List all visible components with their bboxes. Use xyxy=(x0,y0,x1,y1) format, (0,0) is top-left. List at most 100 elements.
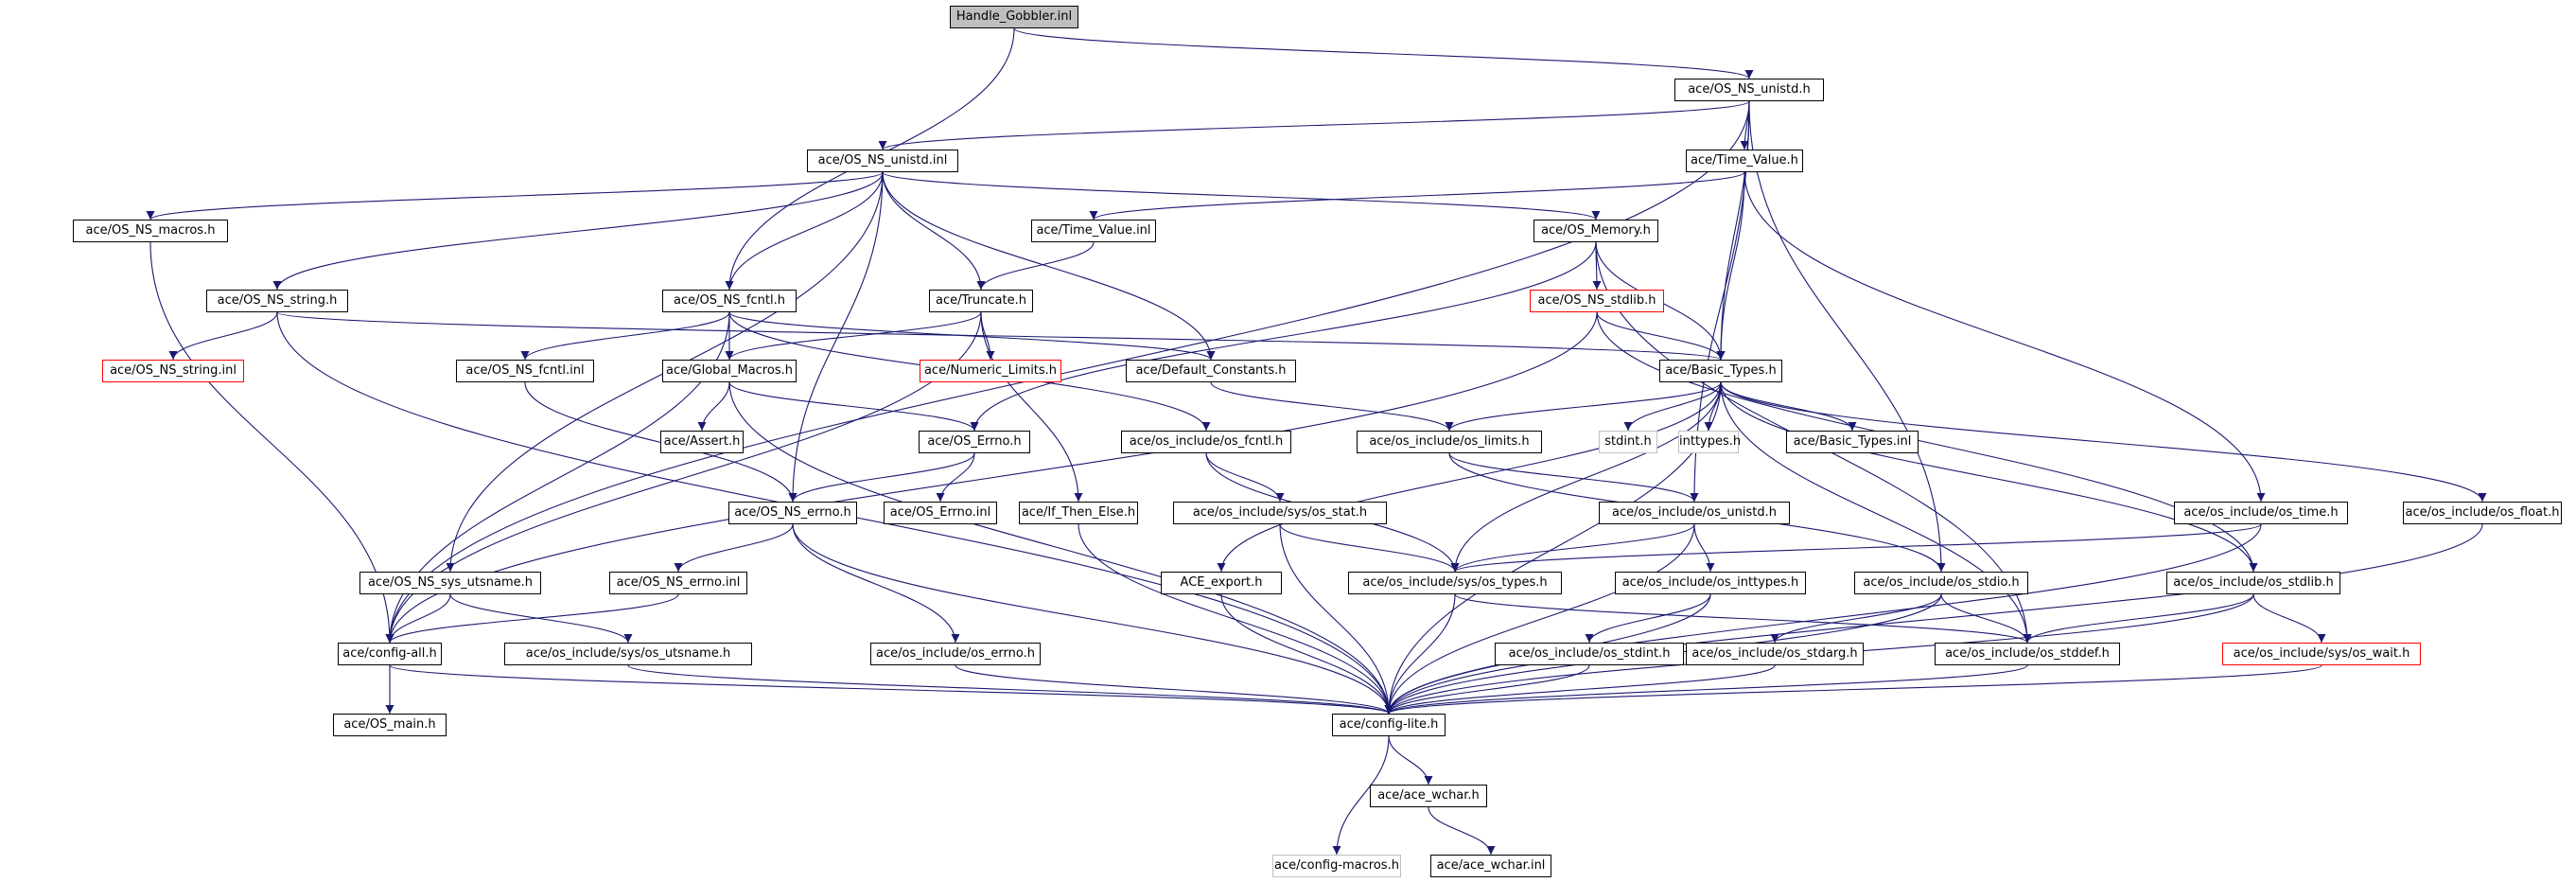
node-os-stdarg[interactable]: ace/os_include/os_stdarg.h xyxy=(1686,643,1864,665)
edge-nserrno-h-to-nserrno-inl xyxy=(674,523,794,573)
node-os-utsname[interactable]: ace/os_include/sys/os_utsname.h xyxy=(504,643,752,665)
edge-unistd-h-to-os-stdio xyxy=(1748,100,1946,573)
node-ifthen[interactable]: ace/If_Then_Else.h xyxy=(1019,502,1138,524)
node-os-stddef[interactable]: ace/os_include/os_stddef.h xyxy=(1935,643,2120,665)
edge-unistd-inl-to-memory xyxy=(882,171,1601,221)
edge-stdlib-h-to-os-stdlib xyxy=(1596,311,2258,573)
edge-hg-to-unistd-h xyxy=(1013,27,1754,79)
edge-config-all-to-config-lite xyxy=(389,664,1393,715)
node-os-stat[interactable]: ace/os_include/sys/os_stat.h xyxy=(1173,502,1387,524)
edge-btypes-to-os-limits xyxy=(1445,381,1722,432)
node-string-h[interactable]: ace/OS_NS_string.h xyxy=(206,290,348,312)
edge-ifthen-to-config-lite xyxy=(1078,523,1393,715)
edge-fcntl-inl-to-nserrno-h xyxy=(524,381,797,503)
edge-nserrno-inl-to-config-all xyxy=(385,593,679,644)
node-cfg-macros[interactable]: ace/config-macros.h xyxy=(1272,855,1401,877)
node-unistd-h[interactable]: ace/OS_NS_unistd.h xyxy=(1674,79,1824,101)
edge-tv-h-to-os-time xyxy=(1744,171,2266,503)
node-tv-h[interactable]: ace/Time_Value.h xyxy=(1686,150,1803,172)
node-os-inttypes[interactable]: ace/os_include/os_inttypes.h xyxy=(1615,572,1806,594)
edge-btypes-to-os-stdlib xyxy=(1720,381,2258,573)
edge-os-types-to-config-lite xyxy=(1384,593,1456,715)
edge-unistd-inl-to-string-h xyxy=(272,171,884,291)
node-defconst[interactable]: ace/Default_Constants.h xyxy=(1126,360,1296,382)
node-os-time[interactable]: ace/os_include/os_time.h xyxy=(2174,502,2348,524)
edge-errno-h-to-nserrno-h xyxy=(788,452,975,503)
edge-os-stddef-to-config-lite xyxy=(1384,664,2028,715)
node-string-inl[interactable]: ace/OS_NS_string.inl xyxy=(102,360,244,382)
node-numlim[interactable]: ace/Numeric_Limits.h xyxy=(920,360,1061,382)
edge-fcntl-h-to-fcntl-inl xyxy=(520,311,730,361)
node-stdint[interactable]: stdint.h xyxy=(1599,431,1657,453)
edge-unistd-inl-to-fcntl-h xyxy=(725,171,884,291)
edge-config-lite-to-wchar-h xyxy=(1388,735,1433,786)
edge-truncate-to-gmacros xyxy=(725,311,982,361)
node-os-fcntl[interactable]: ace/os_include/os_fcntl.h xyxy=(1121,431,1291,453)
edge-os-stdint-to-config-lite xyxy=(1384,664,1590,715)
edge-unistd-inl-to-nserrno-h xyxy=(788,171,884,503)
edge-btypes-to-os-float xyxy=(1720,381,2487,503)
node-tv-inl[interactable]: ace/Time_Value.inl xyxy=(1031,220,1156,242)
node-os-unistd[interactable]: ace/os_include/os_unistd.h xyxy=(1599,502,1790,524)
edge-os-float-to-config-lite xyxy=(1384,523,2483,715)
node-wchar-h[interactable]: ace/ace_wchar.h xyxy=(1370,785,1487,807)
edge-btypes-to-export xyxy=(1217,381,1722,573)
node-config-lite[interactable]: ace/config-lite.h xyxy=(1332,714,1446,736)
node-os-stdio[interactable]: ace/os_include/os_stdio.h xyxy=(1854,572,2028,594)
node-btypes-inl[interactable]: ace/Basic_Types.inl xyxy=(1786,431,1919,453)
node-nserrno-h[interactable]: ace/OS_NS_errno.h xyxy=(728,502,857,524)
node-os-limits[interactable]: ace/os_include/os_limits.h xyxy=(1357,431,1542,453)
edge-os-stdlib-to-os-wait xyxy=(2252,593,2326,644)
edge-os-stat-to-config-lite xyxy=(1279,523,1393,715)
edge-errno-h-to-errno-inl xyxy=(936,452,975,503)
node-wchar-inl[interactable]: ace/ace_wchar.inl xyxy=(1430,855,1551,877)
node-btypes[interactable]: ace/Basic_Types.h xyxy=(1659,360,1782,382)
edge-os-stdarg-to-config-lite xyxy=(1384,664,1776,715)
node-macros[interactable]: ace/OS_NS_macros.h xyxy=(73,220,228,242)
node-stdlib-h[interactable]: ace/OS_NS_stdlib.h xyxy=(1530,290,1664,312)
edge-os-types-to-os-stddef xyxy=(1454,593,2032,644)
edge-tv-h-to-btypes xyxy=(1716,171,1745,361)
node-errno-h[interactable]: ace/OS_Errno.h xyxy=(919,431,1030,453)
edge-defconst-to-os-limits xyxy=(1210,381,1454,432)
node-inttypes[interactable]: inttypes.h xyxy=(1678,431,1741,453)
node-memory[interactable]: ace/OS_Memory.h xyxy=(1533,220,1658,242)
edge-os-stdio-to-os-stdarg xyxy=(1770,593,1942,644)
edge-unistd-h-to-config-all xyxy=(385,100,1750,644)
node-fcntl-h[interactable]: ace/OS_NS_fcntl.h xyxy=(662,290,797,312)
node-nserrno-inl[interactable]: ace/OS_NS_errno.inl xyxy=(609,572,747,594)
edge-string-h-to-string-inl xyxy=(168,311,278,361)
edge-os-limits-to-os-unistd xyxy=(1448,452,1699,503)
node-hg[interactable]: Handle_Gobbler.inl xyxy=(950,6,1078,28)
node-fcntl-inl[interactable]: ace/OS_NS_fcntl.inl xyxy=(456,360,594,382)
edge-tv-inl-to-truncate xyxy=(976,241,1095,291)
node-gmacros[interactable]: ace/Global_Macros.h xyxy=(662,360,797,382)
node-os-float[interactable]: ace/os_include/os_float.h xyxy=(2403,502,2562,524)
node-config-all[interactable]: ace/config-all.h xyxy=(338,643,442,665)
node-assert[interactable]: ace/Assert.h xyxy=(660,431,744,453)
edge-export-to-config-lite xyxy=(1220,593,1393,715)
node-errno-inl[interactable]: ace/OS_Errno.inl xyxy=(884,502,997,524)
node-unistd-inl[interactable]: ace/OS_NS_unistd.inl xyxy=(807,150,958,172)
node-os-stdlib[interactable]: ace/os_include/os_stdlib.h xyxy=(2166,572,2340,594)
node-truncate[interactable]: ace/Truncate.h xyxy=(929,290,1033,312)
edge-os-stdio-to-os-stddef xyxy=(1940,593,2032,644)
edge-unistd-inl-to-macros xyxy=(146,171,884,221)
node-os-wait[interactable]: ace/os_include/sys/os_wait.h xyxy=(2222,643,2421,665)
edge-os-unistd-to-os-inttypes xyxy=(1693,523,1715,573)
node-utsname-h[interactable]: ace/OS_NS_sys_utsname.h xyxy=(359,572,541,594)
edge-gmacros-to-config-lite xyxy=(728,381,1393,715)
node-export[interactable]: ACE_export.h xyxy=(1161,572,1282,594)
node-os-types[interactable]: ace/os_include/sys/os_types.h xyxy=(1348,572,1562,594)
edge-os-errno-to-config-lite xyxy=(955,664,1393,715)
node-os-stdint[interactable]: ace/os_include/os_stdint.h xyxy=(1495,643,1684,665)
edge-os-utsname-to-config-lite xyxy=(627,664,1393,715)
edge-memory-to-errno-h xyxy=(970,241,1597,432)
node-os-main[interactable]: ace/OS_main.h xyxy=(333,714,447,736)
edge-unistd-h-to-unistd-inl xyxy=(878,100,1750,150)
edge-wchar-h-to-wchar-inl xyxy=(1428,806,1496,856)
edge-truncate-to-ifthen xyxy=(980,311,1083,503)
node-os-errno[interactable]: ace/os_include/os_errno.h xyxy=(870,643,1041,665)
edge-gmacros-to-assert xyxy=(697,381,730,432)
edge-gmacros-to-errno-h xyxy=(728,381,979,432)
